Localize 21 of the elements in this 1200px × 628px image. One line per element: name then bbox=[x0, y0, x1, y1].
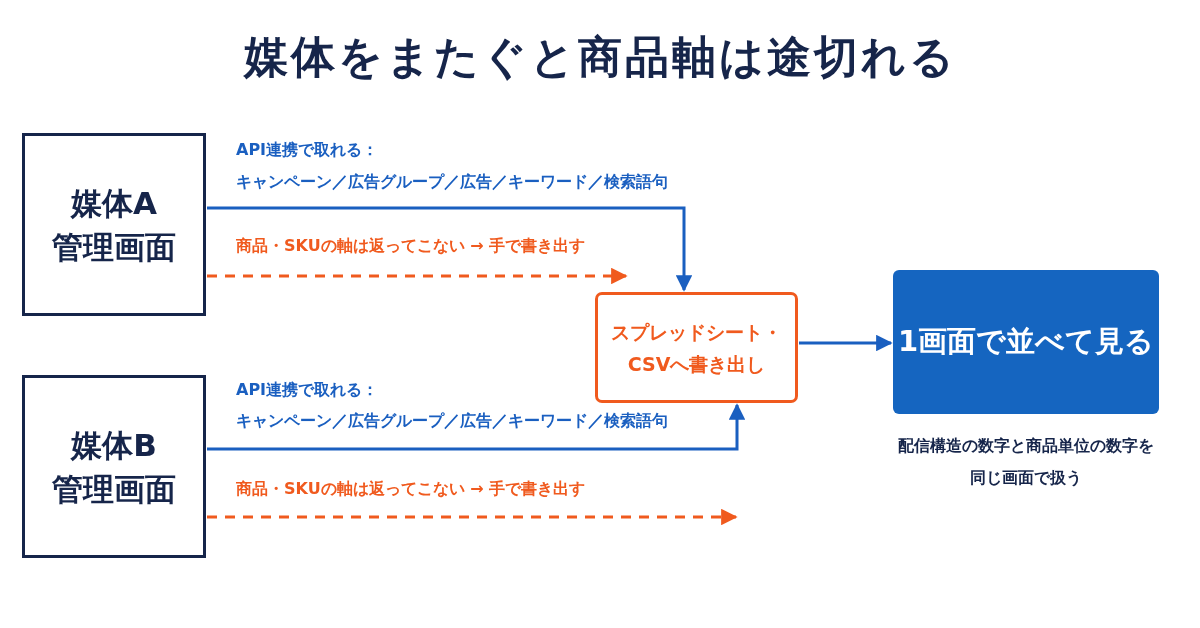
media-box bbox=[22, 375, 206, 558]
edge-label: 商品・SKUの軸は返ってこない → 手で書き出す bbox=[236, 479, 586, 500]
arrow bbox=[799, 334, 893, 352]
arrow bbox=[207, 403, 746, 451]
data-list-text: キャンペーン／広告グループ／広告／キーワード／検索語句 bbox=[236, 411, 668, 432]
process-box: スプレッドシート・CSVへ書き出し bbox=[595, 292, 798, 403]
box-label: 媒体B bbox=[71, 425, 157, 465]
edge-label: API連携で取れる： bbox=[236, 380, 379, 401]
edge-label: 商品・SKUの軸は返ってこない → 手で書き出す bbox=[236, 236, 586, 257]
arrow bbox=[207, 206, 693, 292]
arrow bbox=[207, 508, 738, 526]
edge-label: API連携で取れる： bbox=[236, 140, 379, 161]
data-list-text: キャンペーン／広告グループ／広告／キーワード／検索語句 bbox=[236, 172, 668, 193]
box-label: 管理画面 bbox=[52, 469, 176, 509]
caption-text: 配信構造の数字と商品単位の数字を同じ画面で扱う bbox=[897, 435, 1155, 489]
box-label: 管理画面 bbox=[52, 227, 176, 267]
box-label: 媒体A bbox=[71, 183, 157, 223]
result-box: 1画面で並べて見る bbox=[893, 270, 1159, 414]
arrow bbox=[207, 267, 628, 285]
media-box bbox=[22, 133, 206, 316]
title: 媒体をまたぐと商品軸は途切れる bbox=[242, 30, 958, 84]
